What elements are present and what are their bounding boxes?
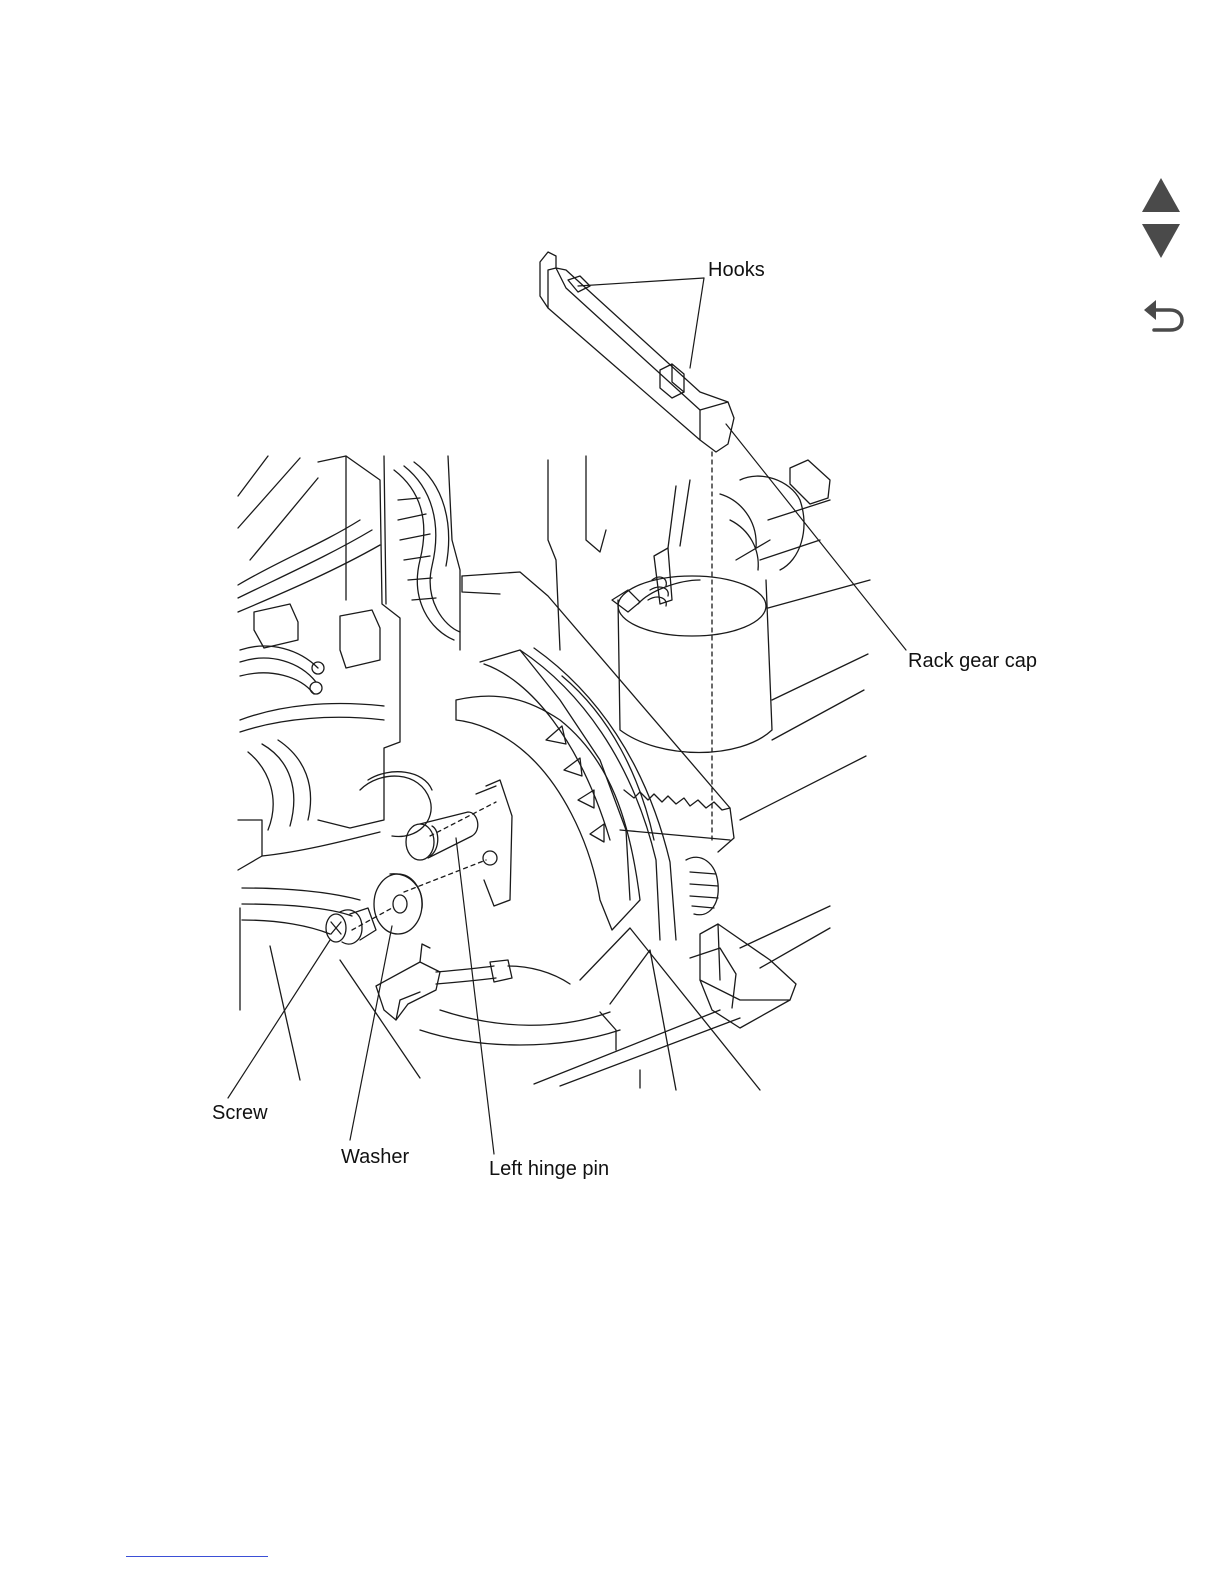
label-screw: Screw	[212, 1103, 268, 1123]
printer-frame-background	[238, 456, 606, 1080]
label-left-hinge-pin: Left hinge pin	[489, 1159, 609, 1179]
label-rack-gear-cap: Rack gear cap	[908, 651, 1037, 671]
triangle-down-icon[interactable]	[1140, 222, 1182, 260]
footer-link-rule[interactable]	[126, 1556, 268, 1557]
label-washer: Washer	[341, 1147, 409, 1167]
return-arrow-icon[interactable]	[1140, 296, 1186, 336]
triangle-up-icon[interactable]	[1140, 176, 1182, 214]
left-hinge-pin-part	[406, 812, 478, 860]
rack-and-gear-assembly	[376, 572, 830, 1090]
washer-part	[374, 874, 422, 934]
alignment-dashed-lines	[352, 452, 712, 930]
hinge-hardware-parts	[326, 452, 712, 944]
screw-part	[326, 908, 376, 944]
solenoid-cylinder	[612, 460, 870, 820]
label-hooks: Hooks	[708, 260, 765, 280]
